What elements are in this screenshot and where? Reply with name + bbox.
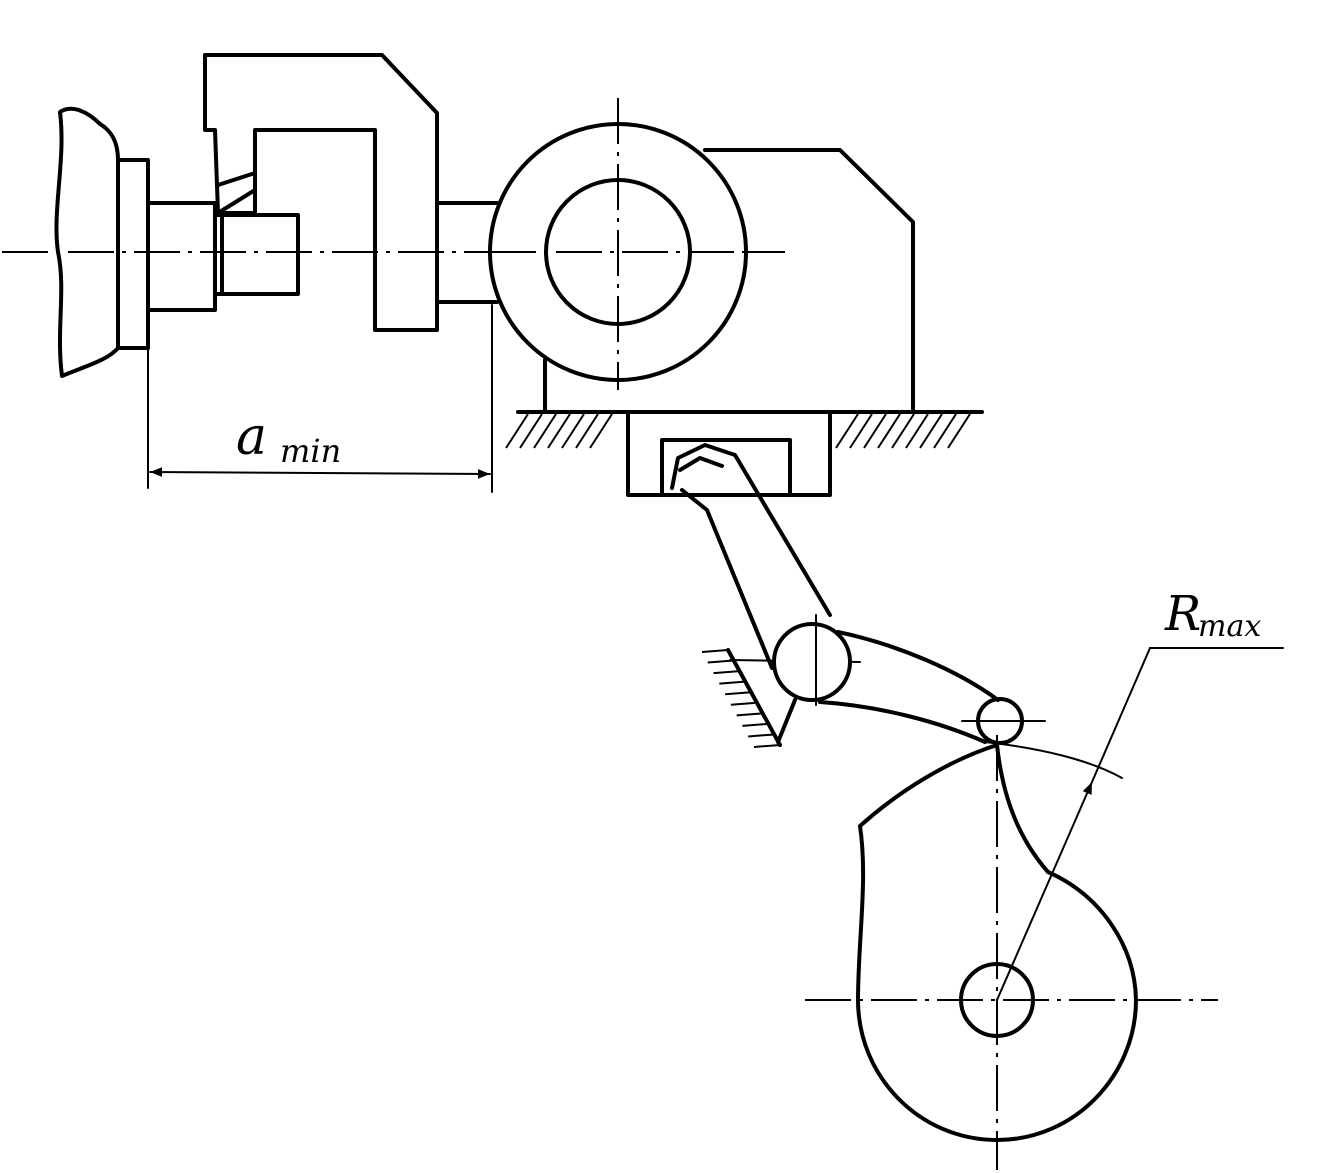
housing-right <box>703 148 915 412</box>
hatch-stroke <box>713 670 740 675</box>
rmax-label-main: R <box>1164 586 1201 642</box>
amin-label-main: a <box>236 407 267 467</box>
lever-left-edge <box>680 488 774 670</box>
hatch-stroke <box>736 712 763 717</box>
lever-right-edge <box>670 443 832 617</box>
hatch-stroke <box>561 413 585 449</box>
cam-bore <box>959 962 1035 1038</box>
hatch-stroke <box>519 413 543 449</box>
lever-pivot <box>772 622 852 702</box>
slide-block <box>626 410 832 497</box>
hatch-stroke <box>753 744 781 748</box>
rmax-leader <box>1091 647 1151 783</box>
hatch-stroke <box>905 413 929 449</box>
hatch-stroke <box>877 413 901 449</box>
hatch-stroke <box>589 413 613 449</box>
hatch-stroke <box>725 691 752 696</box>
follower-arm-upper <box>836 630 1000 702</box>
rmax-arc <box>984 741 1123 779</box>
hatch-stroke <box>919 413 943 449</box>
hatch-stroke <box>849 413 873 449</box>
hatch-stroke <box>863 413 887 449</box>
amin-dimension-line <box>149 467 491 479</box>
flange <box>116 158 150 350</box>
bed-hatching-left <box>505 413 613 449</box>
bed-hatching-right <box>835 413 971 449</box>
hatch-stroke <box>707 659 734 664</box>
workpiece <box>54 106 120 378</box>
hatch-stroke <box>835 413 859 449</box>
hatch-stroke <box>891 413 915 449</box>
hatch-stroke <box>719 680 746 685</box>
hatch-stroke <box>933 413 957 449</box>
shaft-pin <box>213 213 300 296</box>
hatch-stroke <box>533 413 557 449</box>
hatch-stroke <box>701 649 729 653</box>
hatch-stroke <box>730 701 757 706</box>
hatch-stroke <box>547 413 571 449</box>
c-bracket <box>203 53 439 332</box>
follower-arm-lower <box>818 700 987 744</box>
lever-tip <box>678 456 724 472</box>
fixed-support-hatching <box>701 649 781 748</box>
hatch-stroke <box>947 413 971 449</box>
fixed-support-line <box>726 648 782 747</box>
rmax-dimension-line <box>996 781 1093 1001</box>
tool-wedge <box>216 171 257 215</box>
lever-lower-edge <box>776 698 797 744</box>
hatch-stroke <box>742 722 769 727</box>
spindle-shaft <box>146 201 217 312</box>
connector-shaft <box>435 201 499 304</box>
rmax-label-sub: max <box>1198 609 1261 644</box>
hatch-stroke <box>748 733 775 738</box>
amin-label-sub: min <box>280 432 341 470</box>
slide-slot <box>660 438 792 497</box>
hatch-stroke <box>575 413 599 449</box>
hatch-stroke <box>505 413 529 449</box>
